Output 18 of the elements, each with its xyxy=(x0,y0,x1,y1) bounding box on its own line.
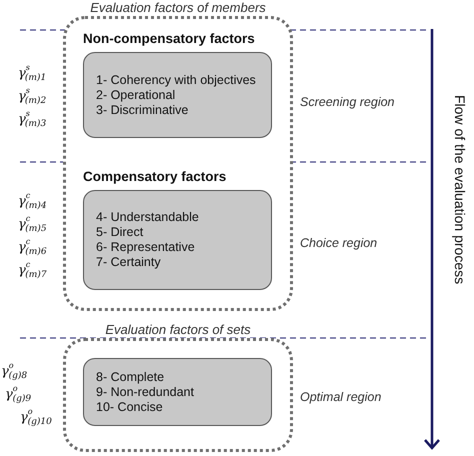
factor-item: 6- Representative xyxy=(96,240,196,255)
region-label: Optimal region xyxy=(300,390,382,404)
section-heading: Compensatory factors xyxy=(83,169,228,184)
factor-item: 4- Understandable xyxy=(96,210,200,225)
factor-item: 2- Operational xyxy=(96,88,176,102)
group-heading: Evaluation factors of members xyxy=(90,0,266,16)
factor-item: 9- Non-redundant xyxy=(96,384,195,400)
region-label: Choice region xyxy=(300,236,378,250)
factor-item: 3- Discriminative xyxy=(96,102,190,118)
region-label: Screening region xyxy=(300,95,395,109)
factor-item: 7- Certainty xyxy=(96,255,162,270)
group-heading: Evaluation factors of sets xyxy=(105,322,251,338)
factor-item: 10- Concise xyxy=(96,400,164,414)
section-heading: Non-compensatory factors xyxy=(83,31,256,46)
factor-item: 5- Direct xyxy=(96,225,144,240)
factor-item: 1- Coherency with objectives xyxy=(96,72,257,88)
axis-label: Flow of the evaluation process xyxy=(452,95,468,284)
factor-item: 8- Complete xyxy=(96,370,166,384)
